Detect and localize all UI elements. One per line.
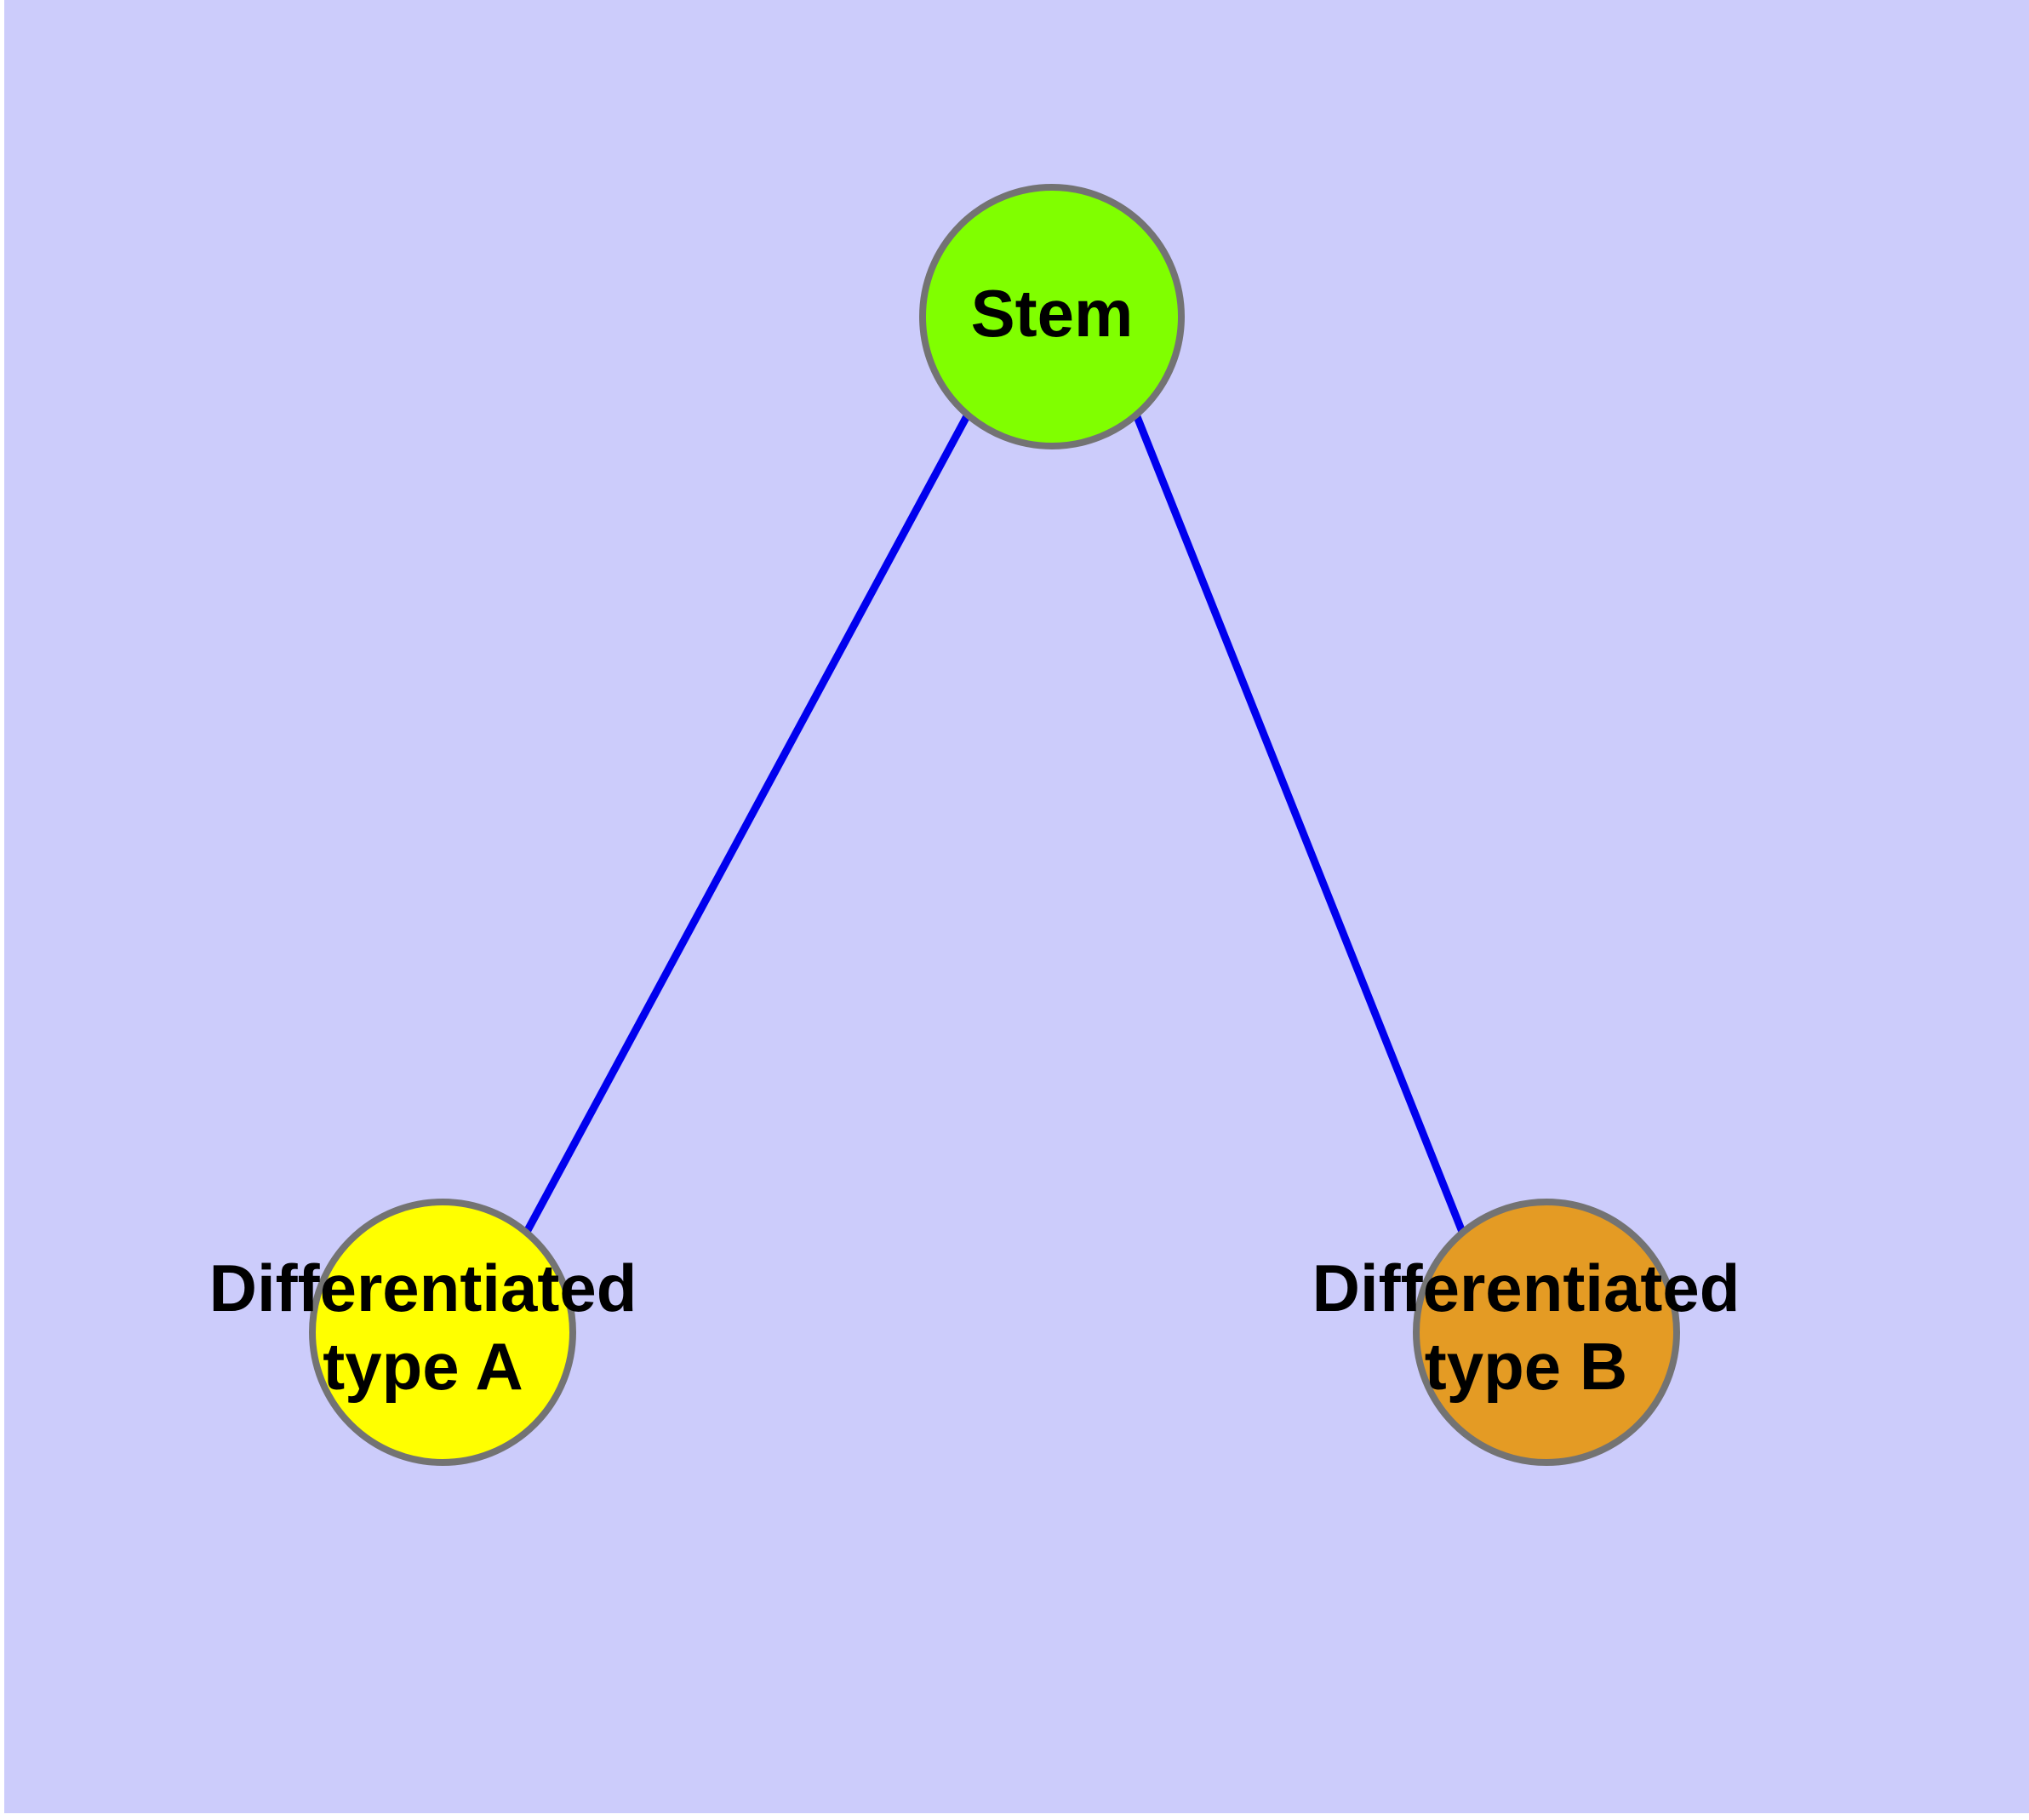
node-label-line: Stem [971,276,1134,351]
nodes-layer [309,184,1680,1466]
node-stem-label: Stem [971,276,1134,351]
node-differentiated-type-b-circle[interactable] [1413,1199,1680,1466]
node-label-line: type A [323,1329,523,1404]
edge-stem-to-differentiated-type-b[interactable] [1132,413,1466,1233]
node-differentiated-type-a-circle[interactable] [309,1199,576,1466]
node-label-line: Differentiated [1312,1251,1740,1325]
edge-stem-to-differentiated-type-a[interactable] [523,412,971,1234]
node-label-line: Differentiated [209,1251,637,1325]
node-label-line: type B [1425,1329,1627,1404]
edges-layer [523,412,1466,1234]
node-stem-circle[interactable] [919,184,1185,449]
